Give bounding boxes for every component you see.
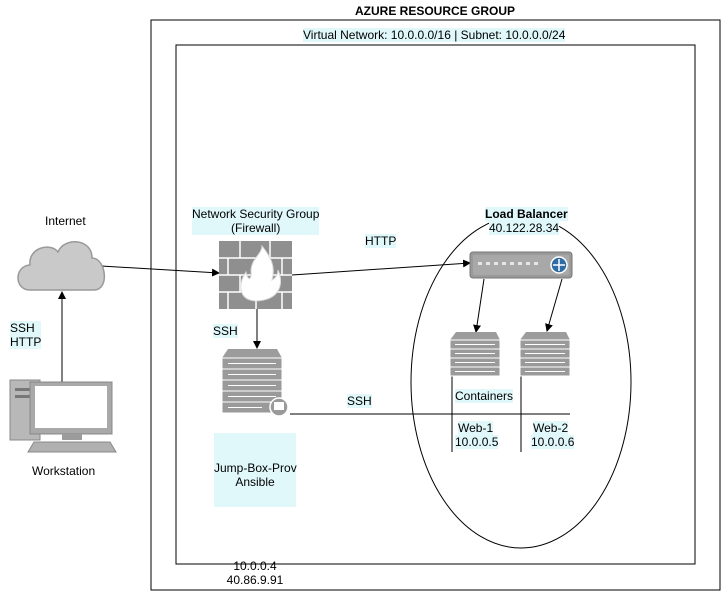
firewall-ssh-label: SSH [213,324,238,338]
resource-group-frame [150,19,721,591]
web1-ip: 10.0.0.5 [455,435,499,449]
web2-name: Web-2 [533,421,569,435]
workstation-label: Workstation [32,464,96,478]
cloud-icon [17,240,105,291]
resource-group-title: AZURE RESOURCE GROUP [355,4,516,18]
containers-label: Containers [455,389,514,403]
load-balancer-ip: 40.122.28.34 [489,221,560,235]
web2-ip: 10.0.0.6 [531,435,575,449]
jumpbox-label: Jump-Box-Prov Ansible 10.0.0.4 40.86.9.9… [214,433,297,587]
load-balancer-title: Load Balancer [485,207,568,221]
http-edge-label: HTTP [365,234,397,248]
ssh-edge-label: SSH [347,394,372,408]
web1-name: Web-1 [458,421,494,435]
server-icon [519,332,571,377]
internet-label: Internet [45,214,86,228]
server-icon [221,349,289,417]
vnet-frame [175,44,696,565]
jumpbox-ips: 10.0.0.4 40.86.9.91 [226,559,284,587]
edge-internet-to-firewall [100,265,220,277]
firewall-title: Network Security Group (Firewall) [192,207,320,235]
vnet-title: Virtual Network: 10.0.0.0/16 | Subnet: 1… [303,28,566,42]
firewall-icon [219,241,292,309]
jumpbox-title: Jump-Box-Prov Ansible [214,461,297,489]
edge-lb-to-web2 [545,278,563,332]
load-balancer-icon [469,251,573,279]
edge-firewall-to-load-balancer [291,259,471,276]
edge-lb-to-web1 [473,278,485,333]
server-icon [449,332,501,377]
workstation-icon [9,379,117,453]
workstation-protocols-label: SSH HTTP [10,321,42,349]
